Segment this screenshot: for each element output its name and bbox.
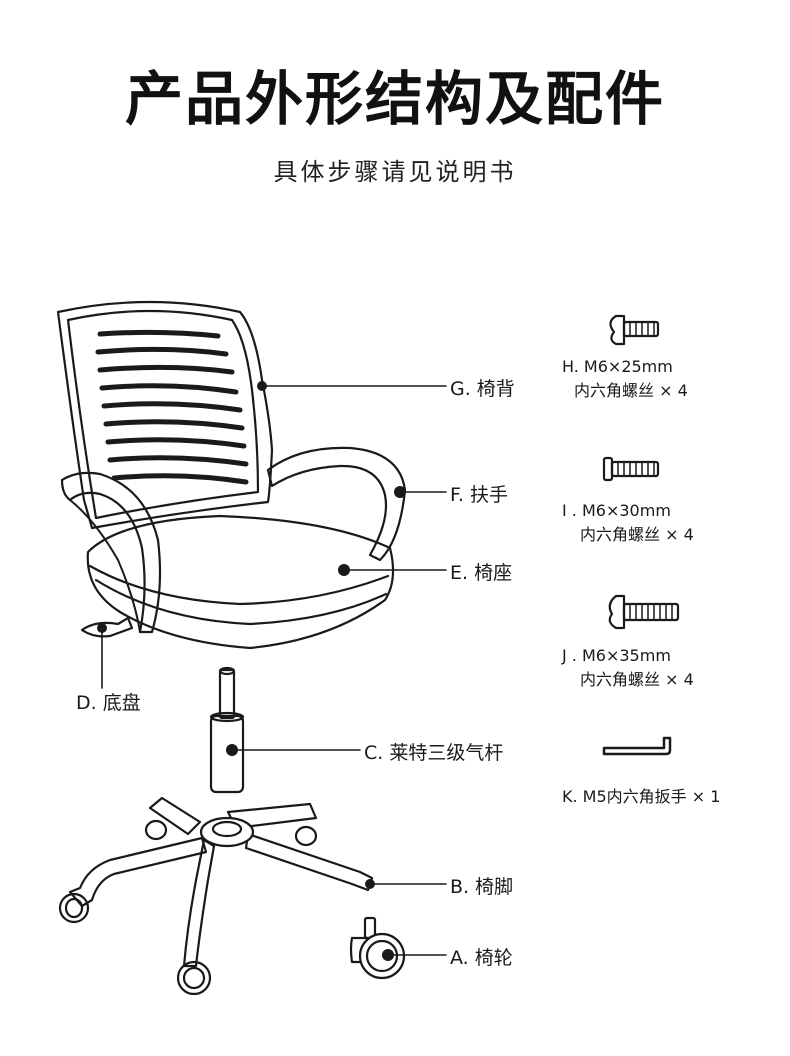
spec-h-size: H. M6×25mm (562, 357, 673, 376)
screw-i-drawing (602, 456, 660, 482)
screw-h-drawing (609, 314, 660, 346)
spec-i-desc: 内六角螺丝 × 4 (580, 525, 694, 544)
screw-j-drawing (608, 594, 680, 630)
label-gas-lift: C. 莱特三级气杆 (364, 742, 504, 764)
hex-key-drawing (602, 736, 672, 756)
caster-drawing (349, 916, 406, 980)
seat-drawing (86, 514, 395, 650)
left-armrest-drawing (60, 471, 162, 634)
gas-lift-drawing (209, 666, 245, 794)
label-seat: E. 椅座 (450, 562, 513, 584)
right-armrest-drawing (266, 446, 407, 562)
spec-j-size: J . M6×35mm (562, 646, 671, 665)
spec-k-desc: K. M5内六角扳手 × 1 (562, 787, 721, 806)
base-drawing (58, 796, 374, 996)
label-base: B. 椅脚 (450, 876, 514, 898)
leader-lines (101, 385, 447, 956)
spec-h-desc: 内六角螺丝 × 4 (574, 381, 688, 400)
spec-i-size: I . M6×30mm (562, 501, 671, 520)
label-backrest: G. 椅背 (450, 378, 515, 400)
spec-j-desc: 内六角螺丝 × 4 (580, 670, 694, 689)
label-caster: A. 椅轮 (450, 947, 513, 969)
label-chassis: D. 底盘 (76, 692, 141, 714)
leader-dots (97, 381, 406, 961)
backrest-drawing (56, 300, 274, 530)
page-title: 产品外形结构及配件 (124, 65, 665, 133)
page-subtitle: 具体步骤请见说明书 (273, 158, 517, 186)
label-armrest: F. 扶手 (450, 484, 508, 506)
chassis-lever-drawing (80, 616, 134, 638)
